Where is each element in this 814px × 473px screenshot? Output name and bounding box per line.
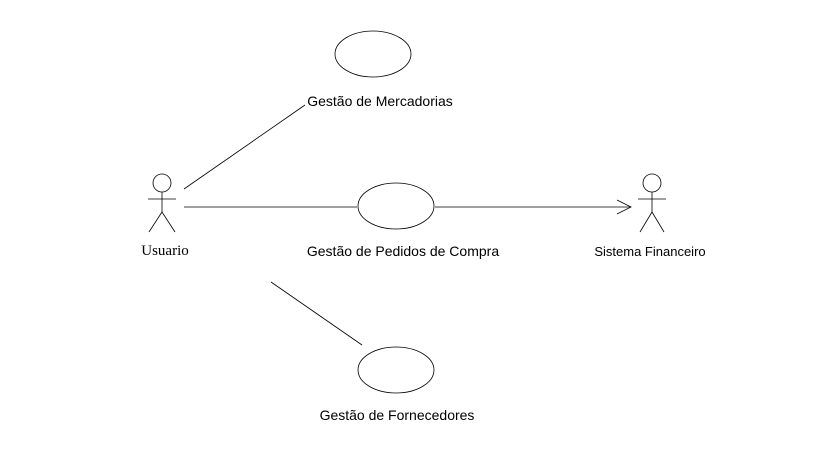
use-case-fornecedores-label: Gestão de Fornecedores <box>320 407 475 423</box>
actor-usuario-label: Usuario <box>141 243 189 259</box>
actor-usuario-head <box>152 173 172 193</box>
actor-usuario-left-leg <box>148 211 163 233</box>
actor-sistema-financeiro-right-leg <box>651 211 665 233</box>
use-case-pedidos-label: Gestão de Pedidos de Compra <box>307 243 499 259</box>
association-usuario-fornecedores <box>270 281 363 346</box>
use-case-pedidos-ellipse[interactable] <box>357 182 435 230</box>
actor-sistema-financeiro-head <box>642 173 662 193</box>
actor-usuario-right-leg <box>161 211 176 233</box>
use-case-mercadorias-ellipse[interactable] <box>334 30 412 78</box>
actor-sistema-financeiro[interactable] <box>638 173 666 233</box>
actor-sistema-financeiro-label: Sistema Financeiro <box>594 244 705 259</box>
use-case-mercadorias-label: Gestão de Mercadorias <box>307 93 453 109</box>
actor-sistema-financeiro-left-leg <box>639 211 653 233</box>
actor-usuario[interactable] <box>148 173 176 233</box>
use-case-fornecedores-ellipse[interactable] <box>357 346 435 394</box>
association-usuario-mercadorias <box>183 104 306 190</box>
arrowhead-open <box>616 199 632 215</box>
